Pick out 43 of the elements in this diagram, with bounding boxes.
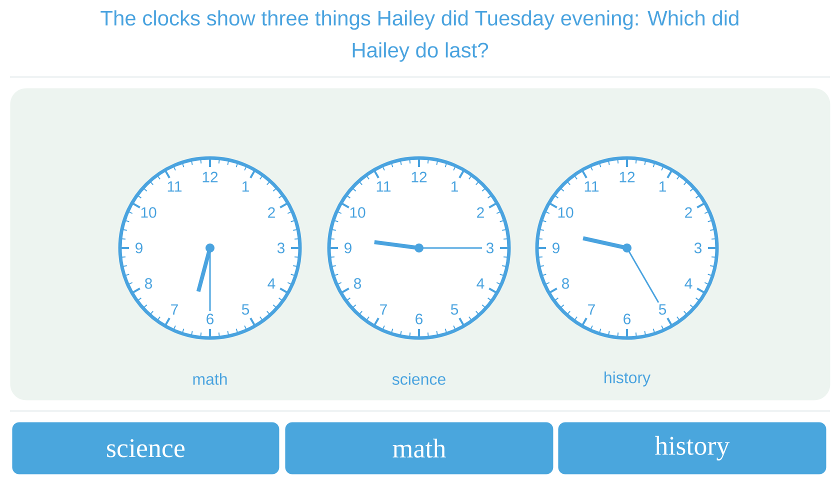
- clock-number: 8: [354, 278, 362, 289]
- clock-number: 1: [242, 181, 249, 192]
- question-text: The clocks show three things Hailey did Tuesday evening: Which did Hailey do last?: [100, 10, 738, 62]
- clock-number: 11: [376, 181, 391, 192]
- answer-button: math: [285, 422, 554, 474]
- clock-number: 10: [350, 207, 366, 218]
- clock-number: 2: [268, 207, 275, 218]
- clock-number: 3: [277, 242, 285, 254]
- clock-number: 7: [171, 304, 178, 315]
- clock-number: 7: [380, 304, 387, 315]
- clock-number: 4: [684, 278, 692, 289]
- clock-number: 10: [558, 207, 574, 218]
- clock-number: 11: [584, 181, 599, 192]
- clock-number: 4: [476, 278, 484, 289]
- clock-number: 4: [268, 278, 276, 289]
- clock-number: 9: [552, 242, 560, 254]
- clock-number: 2: [685, 207, 692, 218]
- clock-number: 12: [412, 172, 427, 182]
- clock-number: 8: [562, 278, 570, 289]
- clock-number: 1: [659, 181, 666, 192]
- clock-number: 9: [136, 242, 142, 254]
- clock-number: 2: [477, 207, 484, 218]
- clock-caption: science: [392, 373, 446, 385]
- clock-number: 5: [242, 304, 250, 315]
- clock-number: 8: [145, 278, 152, 289]
- clock-number: 3: [694, 242, 702, 254]
- answer-button: history: [558, 422, 826, 474]
- clock-number: 7: [588, 304, 595, 315]
- clock-number: 12: [202, 172, 218, 182]
- clock-number: 6: [206, 314, 214, 324]
- clock-number: 12: [620, 172, 635, 182]
- clock-number: 5: [658, 304, 666, 315]
- clock-number: 10: [141, 207, 156, 218]
- clock-number: 6: [416, 314, 423, 324]
- clock-number: 6: [624, 314, 631, 324]
- clock-number: 5: [450, 304, 458, 315]
- clock-number: 11: [168, 181, 182, 192]
- clock-caption: math: [193, 373, 227, 385]
- clock-number: 9: [344, 242, 352, 254]
- clock-number: 1: [451, 181, 458, 192]
- clock-caption: history: [604, 372, 651, 386]
- answer-button: science: [12, 422, 280, 474]
- clock-number: 3: [486, 242, 494, 254]
